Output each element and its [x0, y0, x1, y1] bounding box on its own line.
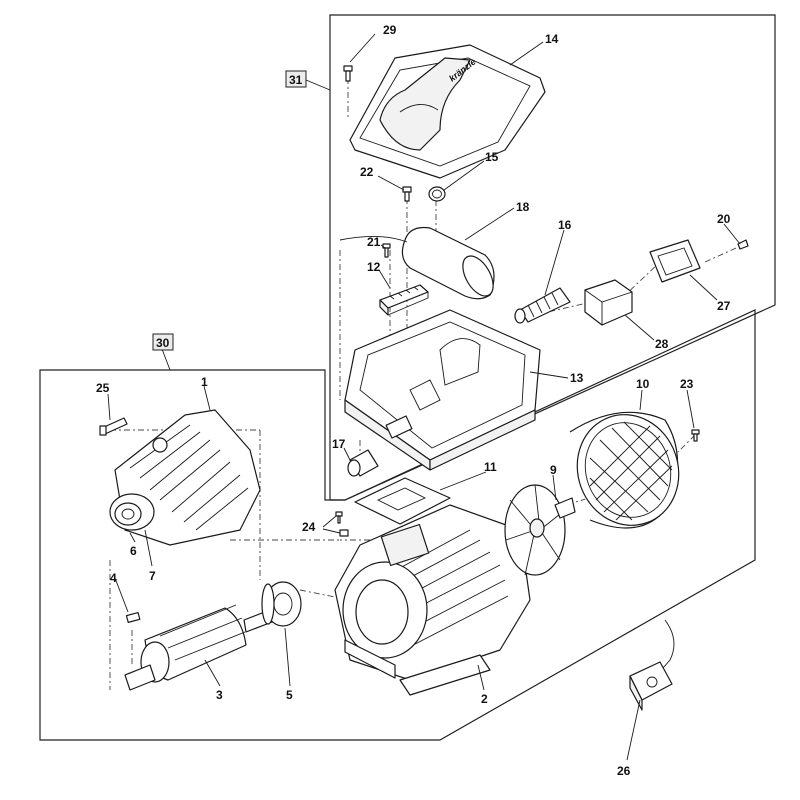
callout-15: 15 [485, 150, 499, 164]
callout-27: 27 [717, 299, 731, 313]
part-14-cover: kränzle [349, 44, 546, 179]
leader-lines [107, 33, 741, 761]
part-22-screw [402, 186, 412, 202]
part-2-stator-housing [334, 504, 531, 696]
part-9-fan [504, 484, 576, 576]
callout-22: 22 [360, 165, 374, 179]
callout-12: 12 [367, 260, 381, 274]
callout-10: 10 [636, 377, 650, 391]
callout-2: 2 [481, 692, 488, 706]
part-23-screw [691, 429, 700, 442]
part-5-bearing [261, 581, 302, 627]
part-16-cable-gland [514, 287, 571, 324]
callout-1: 1 [201, 375, 208, 389]
part-28-switch [584, 279, 633, 326]
part-26-plug [629, 619, 675, 711]
callout-26: 26 [617, 764, 631, 778]
callout-4: 4 [110, 571, 117, 585]
part-1-flange [109, 409, 261, 546]
frame-group-30 [39, 309, 756, 741]
part-25-screw [99, 417, 128, 436]
callout-21: 21 [367, 235, 381, 249]
group-label-31: 31 [285, 70, 307, 88]
part-20-screw [737, 239, 749, 250]
part-24-screws [335, 511, 349, 537]
callouts: 29 14 22 15 18 21 12 16 20 27 28 13 25 1… [96, 23, 731, 778]
callout-16: 16 [558, 218, 572, 232]
callout-20: 20 [717, 212, 731, 226]
callout-18: 18 [516, 200, 530, 214]
part-17-gland [347, 449, 379, 477]
part-18-capacitor [339, 226, 495, 300]
callout-23: 23 [680, 377, 694, 391]
callout-3: 3 [216, 688, 223, 702]
callout-24: 24 [302, 520, 316, 534]
callout-5: 5 [286, 688, 293, 702]
part-13-terminal-box [344, 309, 541, 471]
svg-text:31: 31 [289, 73, 303, 87]
callout-6: 6 [130, 544, 137, 558]
callout-9: 9 [550, 463, 557, 477]
part-11-plate [354, 477, 451, 525]
frame-group-31 [329, 14, 776, 501]
part-3-rotor [124, 604, 273, 691]
callout-13: 13 [570, 371, 584, 385]
part-12-terminal-block [379, 284, 429, 316]
callout-17: 17 [332, 437, 346, 451]
callout-11: 11 [484, 460, 497, 474]
callout-28: 28 [655, 337, 669, 351]
svg-text:30: 30 [156, 336, 170, 350]
callout-25: 25 [96, 381, 110, 395]
group-label-30: 30 [152, 333, 174, 351]
callout-7: 7 [149, 569, 156, 583]
callout-29: 29 [383, 23, 397, 37]
part-29-screw [343, 65, 353, 82]
callout-14: 14 [545, 32, 559, 46]
part-21-screw [382, 243, 391, 258]
part-27-switch-cover [649, 239, 701, 283]
part-4-key [125, 611, 141, 624]
part-10-fan-cover [569, 411, 680, 529]
part-15-ring [428, 186, 446, 202]
